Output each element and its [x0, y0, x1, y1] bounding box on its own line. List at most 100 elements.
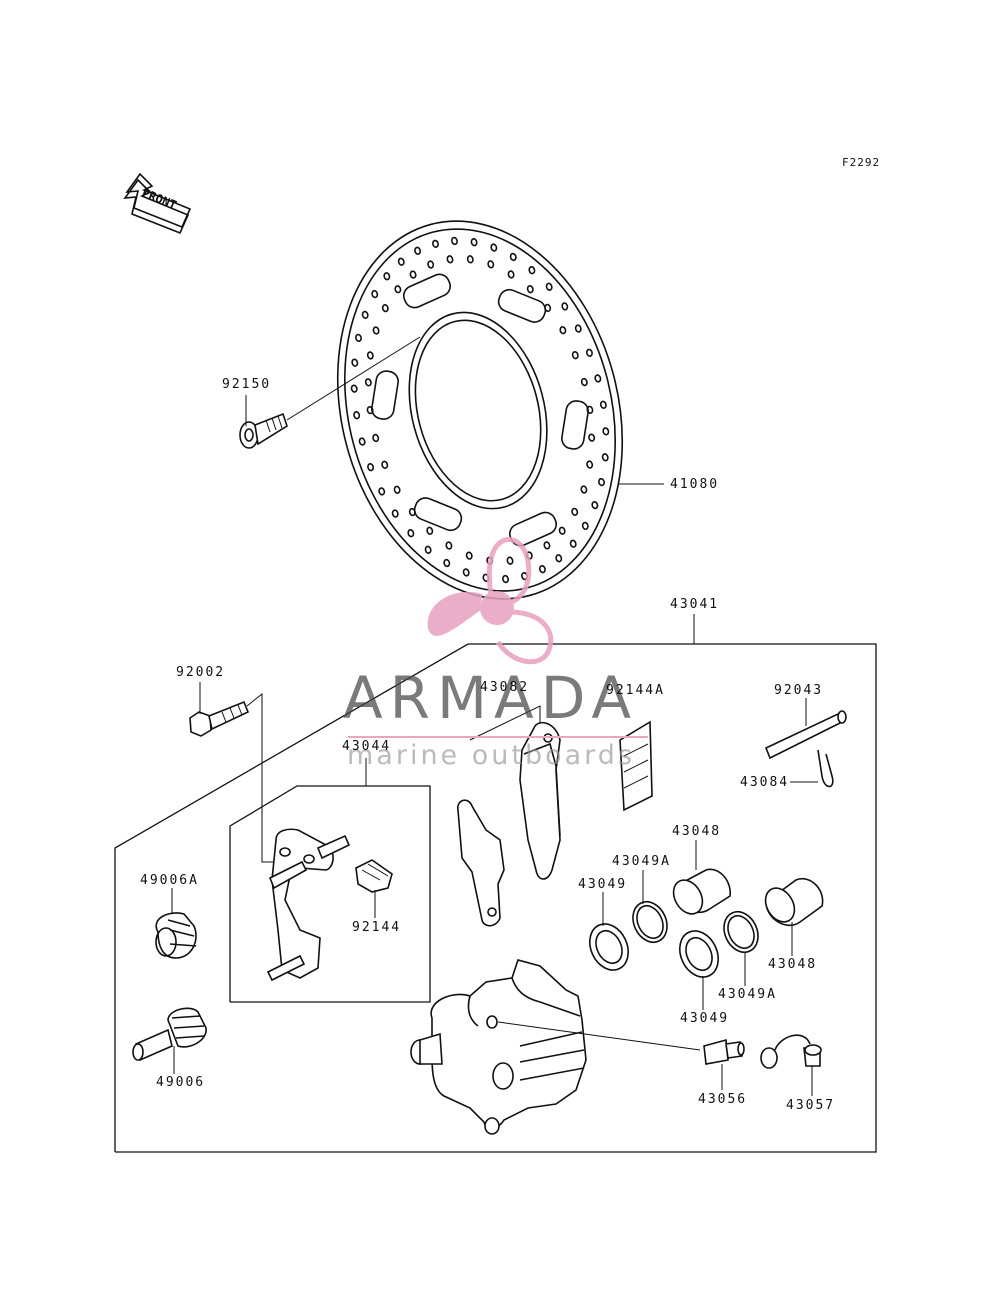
part-label-43041: 43041	[670, 597, 720, 612]
disc-hole	[353, 411, 361, 420]
disc-hole	[574, 324, 582, 333]
disc-hole	[580, 377, 588, 387]
disc-hole	[367, 463, 375, 472]
dust-boot	[155, 912, 197, 959]
disc-slot	[413, 497, 463, 532]
disc-hole	[545, 282, 553, 291]
disc-hole	[427, 260, 435, 269]
pad-pin	[764, 710, 847, 760]
disc-hole	[394, 285, 402, 294]
disc-hole	[585, 348, 593, 357]
disc-hole	[555, 554, 563, 563]
disc-hole	[571, 507, 579, 517]
disc-hole	[355, 333, 362, 343]
disc-hole	[466, 255, 474, 264]
disc-hole	[580, 485, 588, 494]
pad-clip	[355, 859, 393, 893]
part-label-49006: 49006	[156, 1075, 206, 1090]
disc-hole	[451, 236, 458, 246]
disc-hole	[361, 310, 369, 320]
disc-hole	[378, 487, 386, 496]
disc-hole	[445, 541, 453, 550]
disc-hole	[502, 574, 509, 584]
disc-hole	[432, 239, 439, 249]
part-label-92144: 92144	[352, 920, 402, 935]
disc-hole	[507, 270, 515, 279]
disc-hole	[543, 541, 551, 550]
seal-ring-1	[588, 923, 630, 971]
disc-hole	[571, 351, 579, 360]
disc-hole	[509, 252, 517, 262]
disc-hole	[409, 270, 417, 279]
piston-lower	[764, 877, 824, 927]
disc-hole	[462, 568, 470, 577]
armada-logo-icon	[427, 537, 554, 665]
disc-hole	[581, 521, 589, 531]
disc-hole	[602, 427, 610, 436]
disc-hole	[426, 526, 434, 535]
disc-hole	[366, 351, 374, 360]
disc-hole	[569, 539, 577, 548]
disc-hole	[446, 255, 454, 264]
disc-hole	[381, 303, 389, 313]
disc-hole	[414, 246, 422, 255]
piston-upper	[672, 868, 731, 915]
disc-hole	[424, 545, 432, 554]
disc-hole	[598, 477, 605, 487]
disc-hole	[601, 453, 609, 462]
disc-hole	[465, 551, 473, 560]
disc-hole	[383, 272, 391, 281]
disc-hole	[397, 257, 405, 266]
disc-hole	[381, 460, 389, 469]
slide-pin-boot	[132, 1007, 207, 1062]
watermark-divider	[348, 736, 648, 738]
part-label-43049A-upper: 43049A	[612, 854, 671, 869]
part-label-92150: 92150	[222, 377, 272, 392]
disc-slot	[371, 370, 399, 420]
disc-hole	[599, 400, 607, 409]
disc-hole	[526, 285, 534, 294]
part-label-92144A: 92144A	[606, 683, 665, 698]
part-label-92043: 92043	[774, 683, 824, 698]
disc-hole	[561, 302, 569, 311]
disc-hole	[558, 526, 566, 535]
part-label-92002: 92002	[176, 665, 226, 680]
part-label-43049-upper: 43049	[578, 877, 628, 892]
brake-disc	[336, 220, 624, 600]
bleeder-valve	[703, 1038, 745, 1065]
bleeder-cap	[760, 1034, 822, 1069]
disc-hole	[443, 558, 451, 568]
disc-hole	[538, 565, 546, 574]
seal-ring-2	[632, 901, 668, 943]
disc-hole	[350, 384, 358, 393]
disc-hole	[407, 529, 415, 538]
part-label-43048-lower: 43048	[768, 957, 818, 972]
disc-slot	[561, 400, 589, 450]
part-label-43056: 43056	[698, 1092, 748, 1107]
disc-hole	[506, 556, 514, 565]
disc-bolt	[239, 412, 288, 449]
disc-hole	[591, 500, 599, 510]
part-label-43049-lower: 43049	[680, 1011, 730, 1026]
disc-hole	[490, 243, 498, 252]
part-label-43048-upper: 43048	[672, 824, 722, 839]
part-label-41080: 41080	[670, 477, 720, 492]
disc-hole	[351, 358, 359, 367]
seal-ring-3	[678, 930, 720, 978]
disc-hole	[391, 509, 399, 518]
pin-clip	[817, 749, 834, 788]
pad-shim	[619, 720, 653, 812]
front-arrow-icon	[123, 172, 192, 235]
part-label-43084: 43084	[740, 775, 790, 790]
disc-hole	[372, 433, 380, 443]
disc-hole	[393, 485, 401, 494]
disc-hole	[470, 238, 478, 247]
part-label-43049A-lower: 43049A	[718, 987, 777, 1002]
part-label-43057: 43057	[786, 1098, 836, 1113]
figure-code: F2292	[842, 156, 881, 169]
disc-hole	[594, 374, 602, 383]
disc-hole	[588, 433, 596, 442]
disc-hole	[586, 460, 594, 469]
